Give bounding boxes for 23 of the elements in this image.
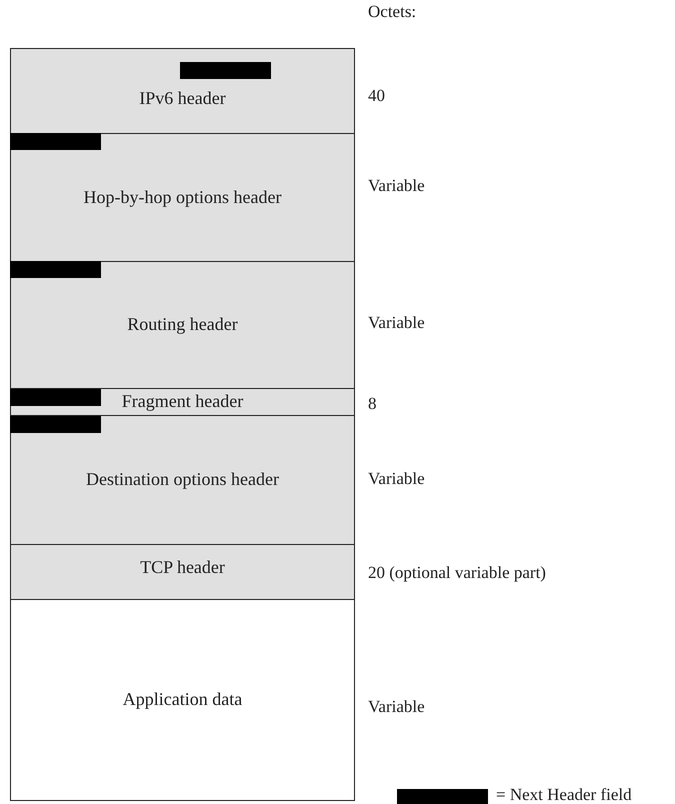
legend-text: = Next Header field xyxy=(496,785,632,804)
block-label: Application data xyxy=(122,688,242,712)
block-label: Destination options header xyxy=(86,468,279,492)
octet-count: Variable xyxy=(368,469,425,489)
block-label: Hop-by-hop options header xyxy=(84,186,282,209)
octet-count: Variable xyxy=(368,176,425,196)
header-block xyxy=(10,261,355,389)
header-block xyxy=(10,544,355,600)
header-block xyxy=(10,415,355,545)
block-label: TCP header xyxy=(140,556,225,580)
octet-count: 40 xyxy=(368,86,385,106)
header-block xyxy=(10,48,355,134)
block-label: Fragment header xyxy=(122,390,244,414)
header-block xyxy=(10,388,355,416)
header-block xyxy=(10,599,355,801)
octet-count: 20 (optional variable part) xyxy=(368,563,546,583)
octet-count: Variable xyxy=(368,697,425,717)
octet-count: Variable xyxy=(368,313,425,333)
octet-count: 8 xyxy=(368,394,376,414)
block-label: IPv6 header xyxy=(139,87,226,110)
column-heading: Octets: xyxy=(368,2,416,22)
block-label: Routing header xyxy=(127,313,238,336)
header-block xyxy=(10,133,355,262)
